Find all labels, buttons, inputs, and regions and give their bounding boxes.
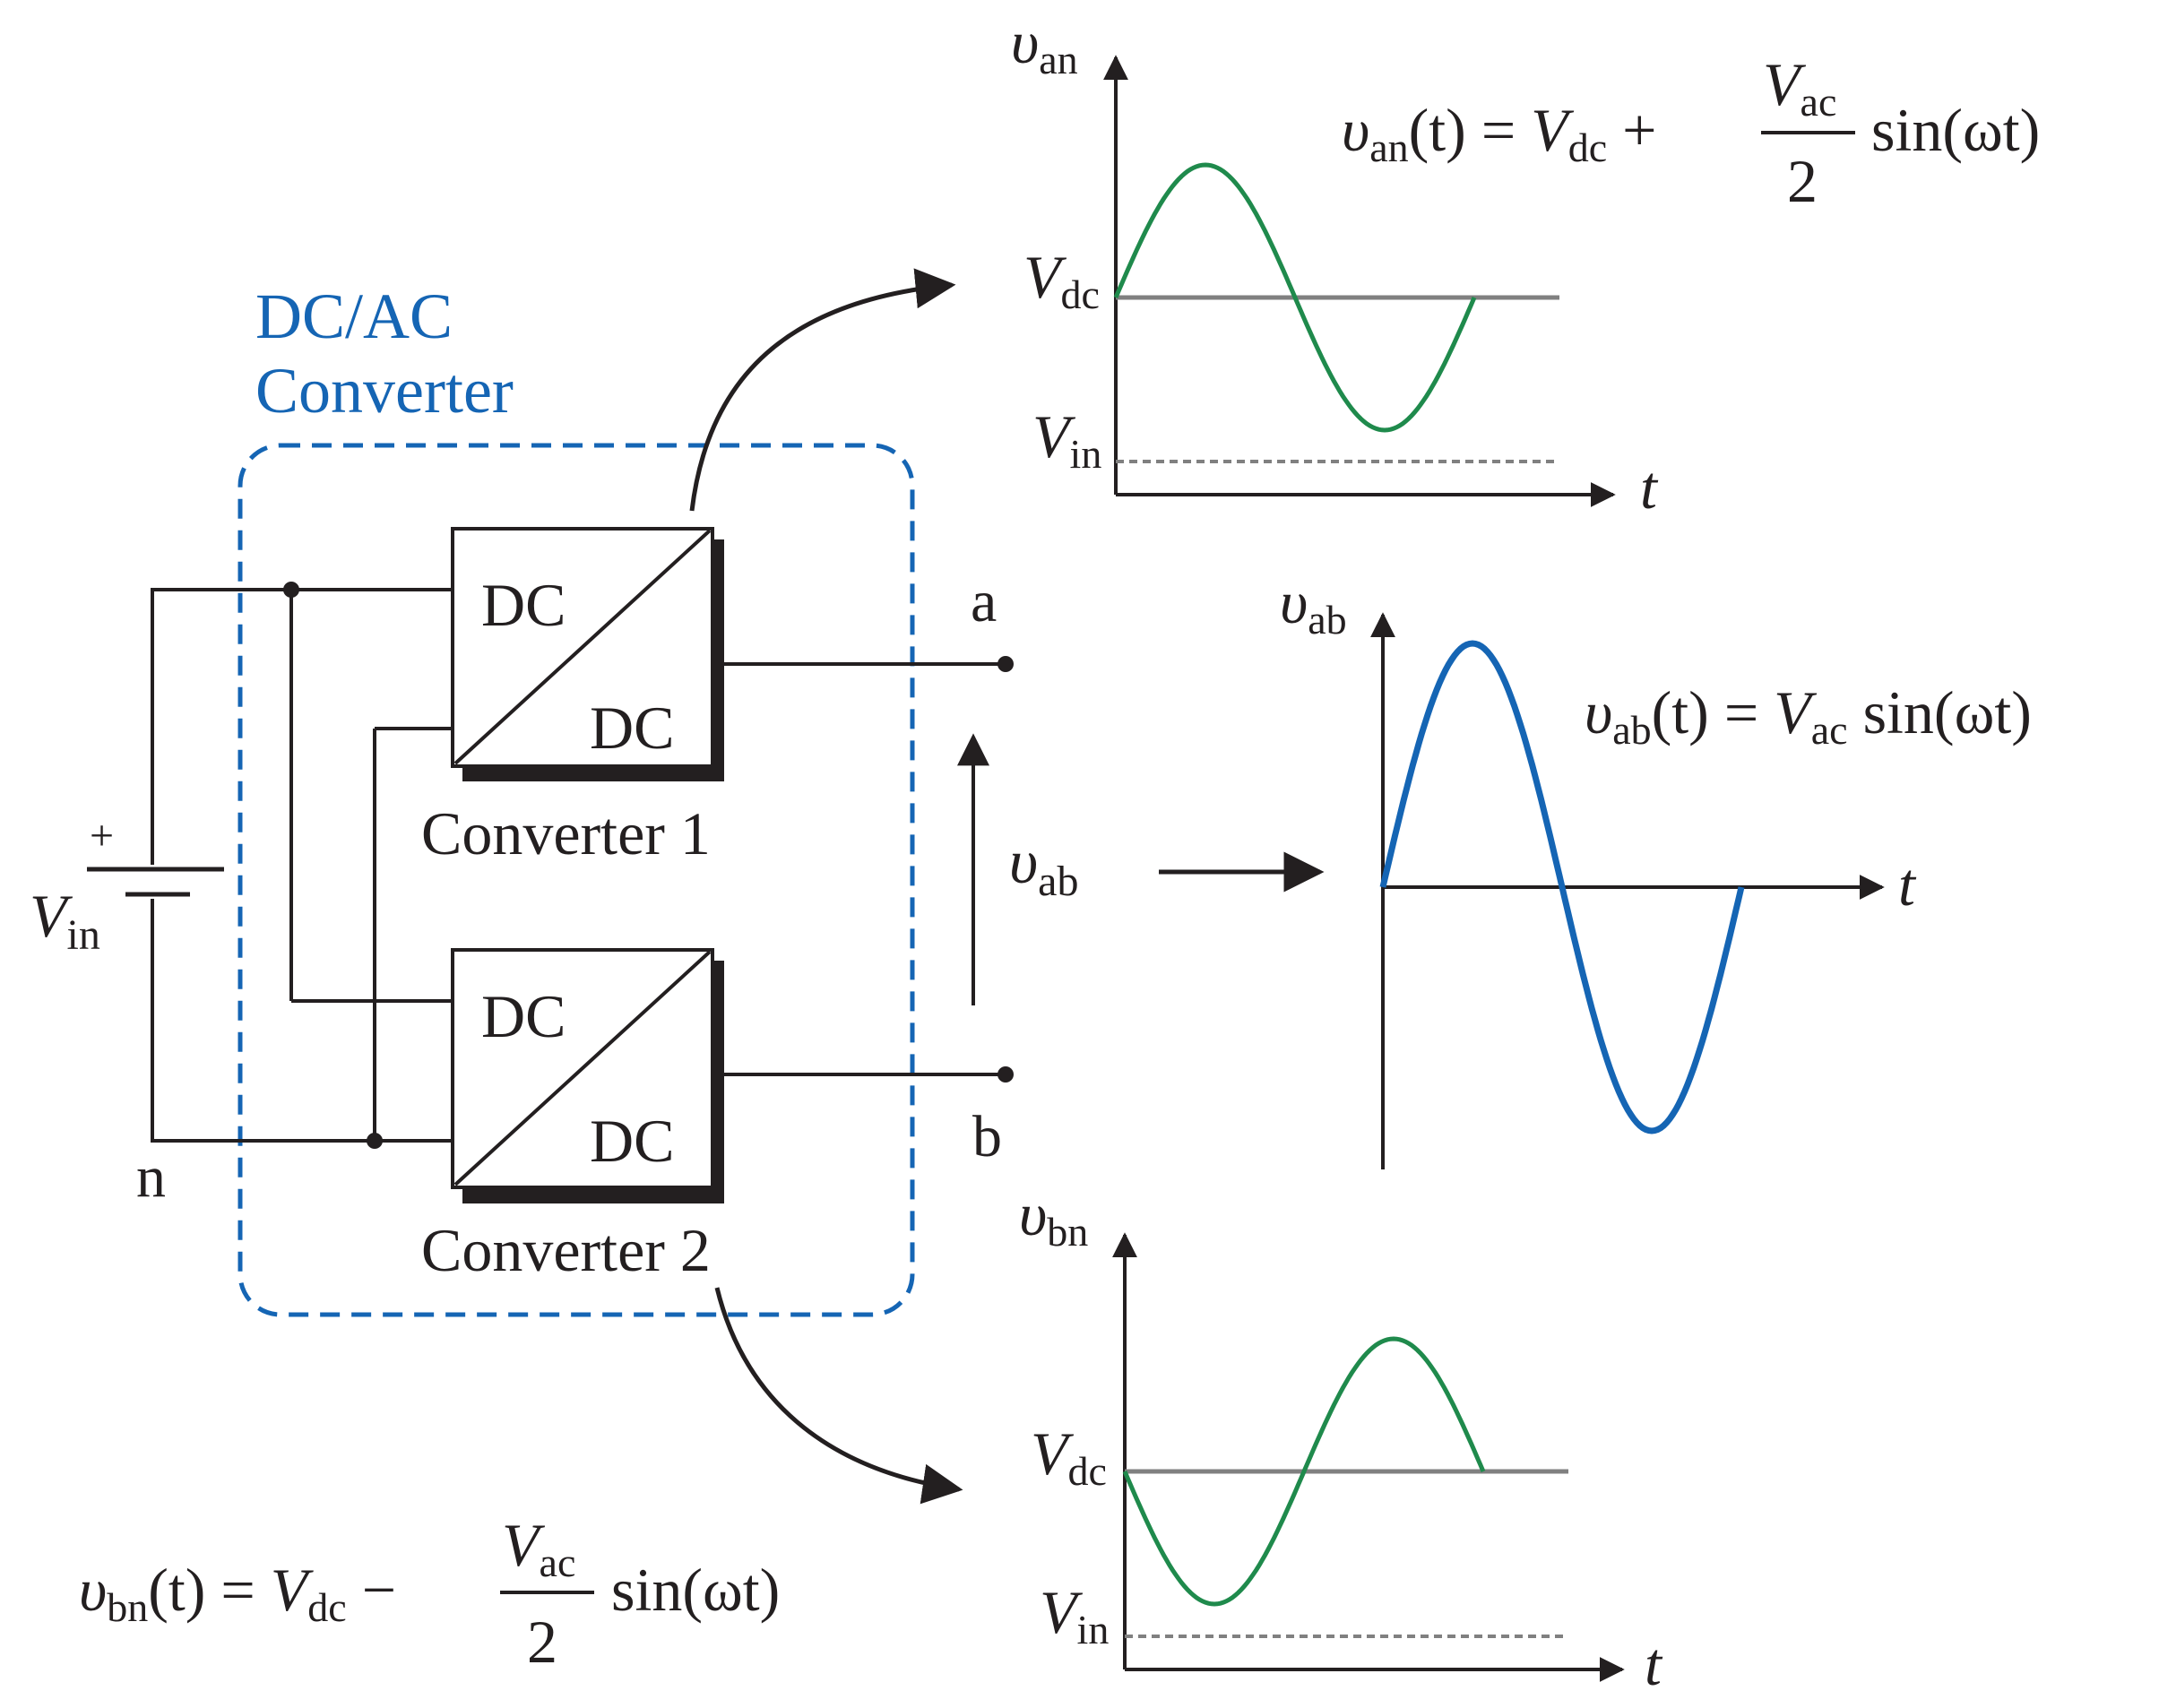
vbn-y-label: υbn bbox=[1019, 1180, 1088, 1255]
van-equation-denominator: 2 bbox=[1787, 147, 1818, 215]
node-n-label: n bbox=[136, 1144, 166, 1210]
plot-vbn: υbn Vdc Vin t bbox=[1019, 1180, 1663, 1698]
converter-1-label: Converter 1 bbox=[421, 799, 711, 867]
vbn-vin-label: Vin bbox=[1040, 1578, 1109, 1652]
vbn-vdc-label: Vdc bbox=[1031, 1419, 1107, 1494]
vbn-equation: υbn(t) = Vdc − bbox=[79, 1556, 396, 1630]
converter-2: DC DC Converter 2 bbox=[421, 948, 724, 1284]
vbn-equation-numerator: Vac bbox=[502, 1511, 575, 1585]
van-equation: υan(t) = Vdc + bbox=[1342, 96, 1657, 170]
dcac-title-line2: Converter bbox=[255, 355, 514, 427]
battery-plus: + bbox=[90, 812, 114, 859]
junction-dot-bottom bbox=[367, 1133, 383, 1149]
vbn-equation-fn: sin(ωt) bbox=[611, 1556, 780, 1624]
van-equation-fn: sin(ωt) bbox=[1871, 96, 2040, 164]
converter-2-dc-bottom: DC bbox=[590, 1107, 674, 1175]
vbn-equation-denominator: 2 bbox=[527, 1608, 557, 1676]
dcac-title-line1: DC/AC bbox=[255, 280, 453, 352]
vab-sine-wave bbox=[1379, 640, 1745, 1134]
van-sine-wave bbox=[1113, 162, 1477, 433]
converter-2-dc-top: DC bbox=[481, 982, 566, 1050]
curved-arrow-to-van bbox=[689, 268, 956, 512]
van-y-label: υan bbox=[1011, 8, 1078, 82]
converter-1-dc-top: DC bbox=[481, 571, 566, 639]
converter-2-label: Converter 2 bbox=[421, 1216, 711, 1284]
vab-arrow-label: υab bbox=[1009, 828, 1078, 905]
vab-equation: υab(t) = Vac sin(ωt) bbox=[1585, 678, 2032, 753]
dcac-dashed-boundary bbox=[237, 443, 915, 1317]
curved-arrow-to-vbn bbox=[714, 1287, 963, 1505]
van-x-label: t bbox=[1640, 453, 1659, 522]
circuit-wires bbox=[151, 588, 1006, 1143]
battery-source: + Vin bbox=[30, 812, 224, 959]
plot-vab: υab t υab(t) = Vac sin(ωt) bbox=[1280, 568, 2032, 1169]
plot-van: υan Vdc Vin t υan(t) = Vdc + Vac 2 sin(ω… bbox=[1011, 8, 2040, 522]
vab-y-label: υab bbox=[1280, 568, 1347, 643]
node-a-label: a bbox=[971, 569, 997, 634]
vbn-x-label: t bbox=[1645, 1630, 1663, 1698]
vin-source-label: Vin bbox=[30, 882, 100, 959]
junction-dot-top bbox=[283, 582, 299, 598]
dcac-converter-group: DC/AC Converter bbox=[237, 280, 915, 1317]
van-equation-numerator: Vac bbox=[1763, 50, 1836, 125]
vbn-equation-group: υbn(t) = Vdc − Vac 2 sin(ωt) bbox=[79, 1511, 780, 1676]
vbn-sine-wave bbox=[1122, 1336, 1486, 1607]
vab-x-label: t bbox=[1898, 850, 1917, 919]
van-vdc-label: Vdc bbox=[1023, 243, 1100, 317]
converter-1: DC DC Converter 1 bbox=[421, 527, 724, 867]
terminal-a bbox=[997, 656, 1014, 672]
van-vin-label: Vin bbox=[1032, 402, 1101, 477]
node-b-label: b bbox=[972, 1104, 1002, 1169]
converter-1-dc-bottom: DC bbox=[590, 694, 674, 762]
terminal-b bbox=[997, 1066, 1014, 1083]
